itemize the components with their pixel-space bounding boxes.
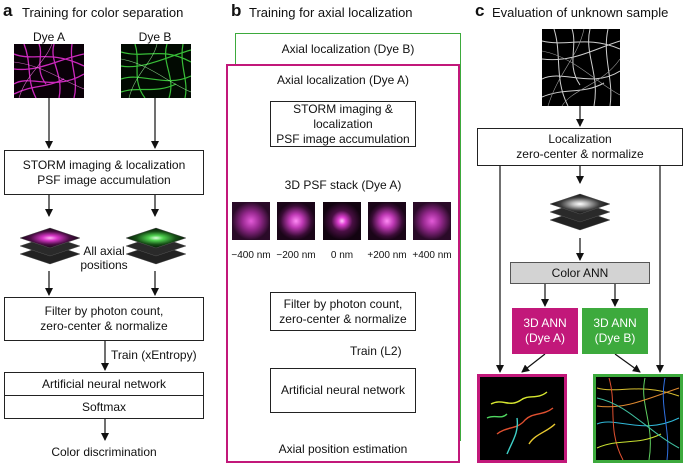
ann-b-line1: 3D ANN <box>593 316 637 330</box>
psf-stack-c-image <box>549 193 611 231</box>
dye-b-microscopy-image <box>121 44 191 98</box>
loc-line2: zero-center & normalize <box>516 147 644 161</box>
result-image-dye-a <box>477 374 567 463</box>
psf-label-zero: 0 nm <box>330 250 354 261</box>
psf-label-plus-400: +400 nm <box>412 250 452 261</box>
ann-3d-dye-b-box: 3D ANN (Dye B) <box>582 308 648 354</box>
dye-a-microscopy-image <box>14 44 84 98</box>
filter-box-b: Filter by photon count, zero-center & no… <box>270 292 416 331</box>
psf-label-plus-200: +200 nm <box>367 250 407 261</box>
ann-b-line2: (Dye B) <box>594 331 636 345</box>
psf-label-minus-400: −400 nm <box>231 250 271 261</box>
psf-label-minus-200: −200 nm <box>276 250 316 261</box>
filter-line1-b: Filter by photon count, <box>283 296 403 311</box>
softmax-box: Softmax <box>4 395 204 419</box>
storm-imaging-box-a: STORM imaging & localization PSF image a… <box>4 150 204 195</box>
storm-line1-b: STORM imaging & localization <box>293 101 393 131</box>
color-discrimination-label: Color discrimination <box>51 445 157 459</box>
psf-image-plus-200 <box>368 202 406 240</box>
panel-b-letter: b <box>231 1 242 20</box>
arrow-c-ann-b-to-result <box>614 353 641 373</box>
psf-image-minus-400 <box>232 202 270 240</box>
panel-c-title: Evaluation of unknown sample <box>492 5 669 20</box>
panel-a-letter: a <box>3 1 13 20</box>
all-axial-positions-label: All axial positions <box>80 244 128 272</box>
psf-image-plus-400 <box>413 202 451 240</box>
filter-line2: zero-center & normalize <box>40 319 168 333</box>
axial-loc-dye-b-label: Axial localization (Dye B) <box>281 42 415 56</box>
storm-line1: STORM imaging & localization <box>22 157 186 172</box>
panel-a-title: Training for color separation <box>22 5 184 20</box>
arrow-c-ann-a-to-result <box>521 353 546 373</box>
filter-box-a: Filter by photon count, zero-center & no… <box>4 297 204 341</box>
localization-box-c: Localization zero-center & normalize <box>477 128 683 166</box>
filter-line2-b: zero-center & normalize <box>279 311 407 326</box>
axial-line2: positions <box>80 258 128 272</box>
color-ann-box: Color ANN <box>510 262 650 284</box>
psf-image-zero <box>323 202 361 240</box>
axial-line1: All axial <box>83 244 125 258</box>
panel-c-letter: c <box>475 1 485 20</box>
psf-stack-b-image <box>125 227 187 265</box>
storm-line2-b: PSF image accumulation <box>276 131 410 146</box>
dye-b-label: Dye B <box>138 30 172 44</box>
panel-b-title: Training for axial localization <box>249 5 413 20</box>
psf-stack-title: 3D PSF stack (Dye A) <box>284 178 402 192</box>
psf-image-minus-200 <box>277 202 315 240</box>
ann-a-line1: 3D ANN <box>523 316 567 330</box>
dye-a-label: Dye A <box>32 30 65 44</box>
ann-box-a: Artificial neural network <box>4 372 204 396</box>
ann-a-line2: (Dye A) <box>524 331 565 345</box>
axial-position-estimation-label: Axial position estimation <box>278 442 408 456</box>
axial-loc-dye-a-label: Axial localization (Dye A) <box>276 73 410 87</box>
train-l2-label: Train (L2) <box>350 344 402 358</box>
loc-line1: Localization <box>548 132 612 146</box>
storm-imaging-box-b: STORM imaging & localization PSF image a… <box>270 101 416 147</box>
ann-3d-dye-a-box: 3D ANN (Dye A) <box>512 308 578 354</box>
filter-line1: Filter by photon count, <box>44 304 164 318</box>
train-xentropy-label: Train (xEntropy) <box>111 348 197 362</box>
ann-box-b: Artificial neural network <box>270 368 416 413</box>
result-image-dye-b <box>593 374 683 463</box>
psf-stack-a-image <box>19 227 81 265</box>
storm-line2: PSF image accumulation <box>37 172 171 187</box>
unknown-sample-image <box>542 29 620 106</box>
